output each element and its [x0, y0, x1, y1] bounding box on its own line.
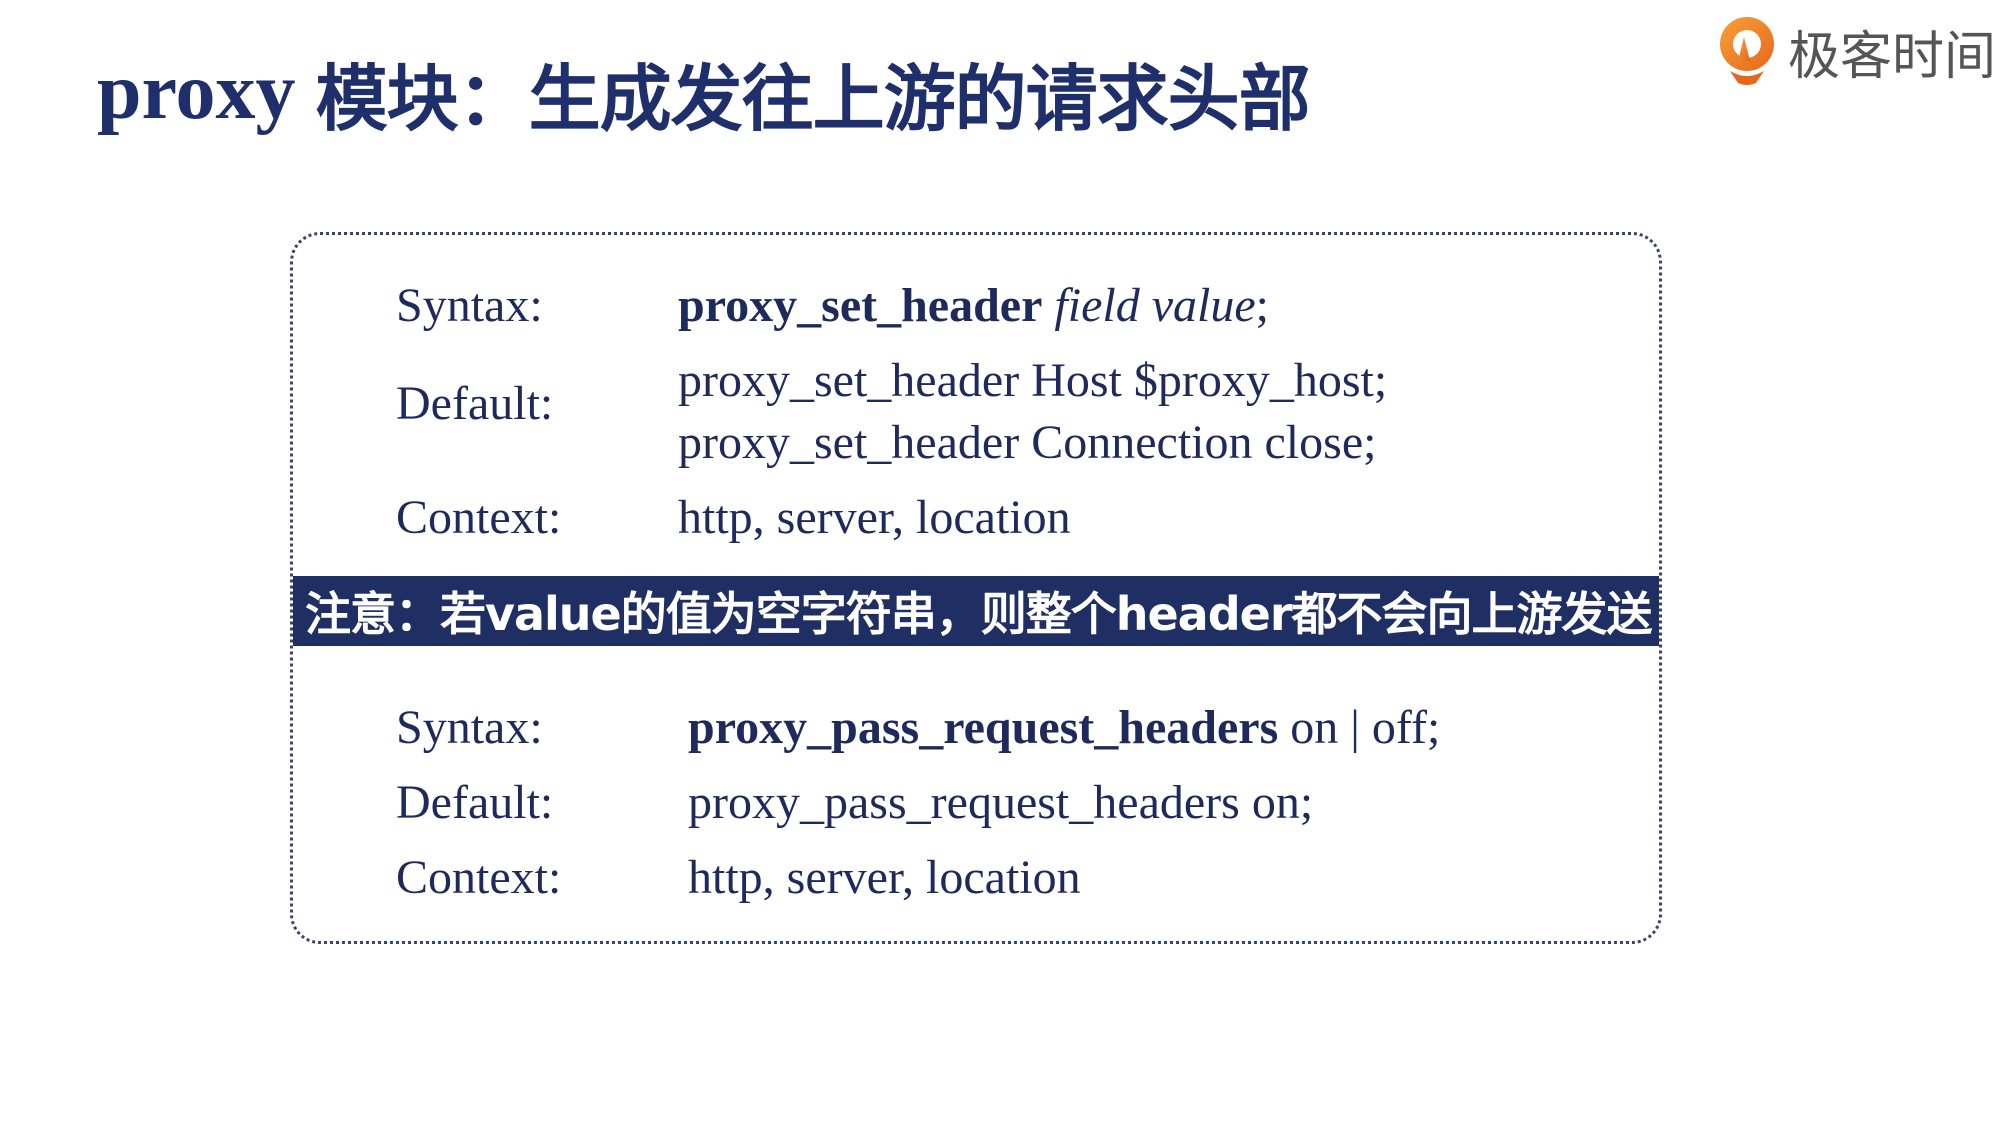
syntax-label-2: Syntax: [396, 701, 543, 754]
geektime-logo: 极客时间 [1716, 14, 1996, 88]
default-label-1: Default: [396, 377, 554, 430]
default-value-1-line-1: proxy_set_header Host $proxy_host; [678, 354, 1388, 407]
context-label-1: Context: [396, 491, 562, 544]
syntax-keyword-2: proxy_pass_request_headers [688, 701, 1279, 754]
geektime-logo-icon [1720, 17, 1774, 85]
syntax-args-2: on | off; [1278, 701, 1441, 754]
syntax-args-1: field value [1054, 279, 1256, 332]
default-value-1-line-2: proxy_set_header Connection close; [678, 416, 1377, 469]
syntax-suffix-1: ; [1255, 279, 1270, 332]
syntax-value-2: proxy_pass_request_headers on | off; [688, 704, 1440, 752]
syntax-keyword-1: proxy_set_header [678, 279, 1043, 332]
logo-text: 极客时间 [1788, 26, 1997, 87]
directive-card: Syntax: proxy_set_header field value; De… [290, 232, 1662, 944]
syntax-value-1: proxy_set_header field value; [678, 282, 1269, 330]
context-value-2: http, server, location [688, 851, 1081, 904]
slide-title: proxy 模块：生成发往上游的请求头部 [97, 42, 1311, 142]
note-banner: 注意：若value的值为空字符串，则整个header都不会向上游发送 [293, 576, 1659, 646]
slide-title-latin: proxy [97, 47, 296, 136]
context-value-1: http, server, location [678, 491, 1071, 544]
context-label-2: Context: [396, 851, 562, 904]
note-text: 注意：若value的值为空字符串，则整个header都不会向上游发送 [305, 587, 1653, 641]
slide-title-cjk: 模块：生成发往上游的请求头部 [315, 56, 1311, 141]
default-value-2: proxy_pass_request_headers on; [688, 776, 1314, 829]
syntax-label-1: Syntax: [396, 279, 543, 332]
default-label-2: Default: [396, 776, 554, 829]
